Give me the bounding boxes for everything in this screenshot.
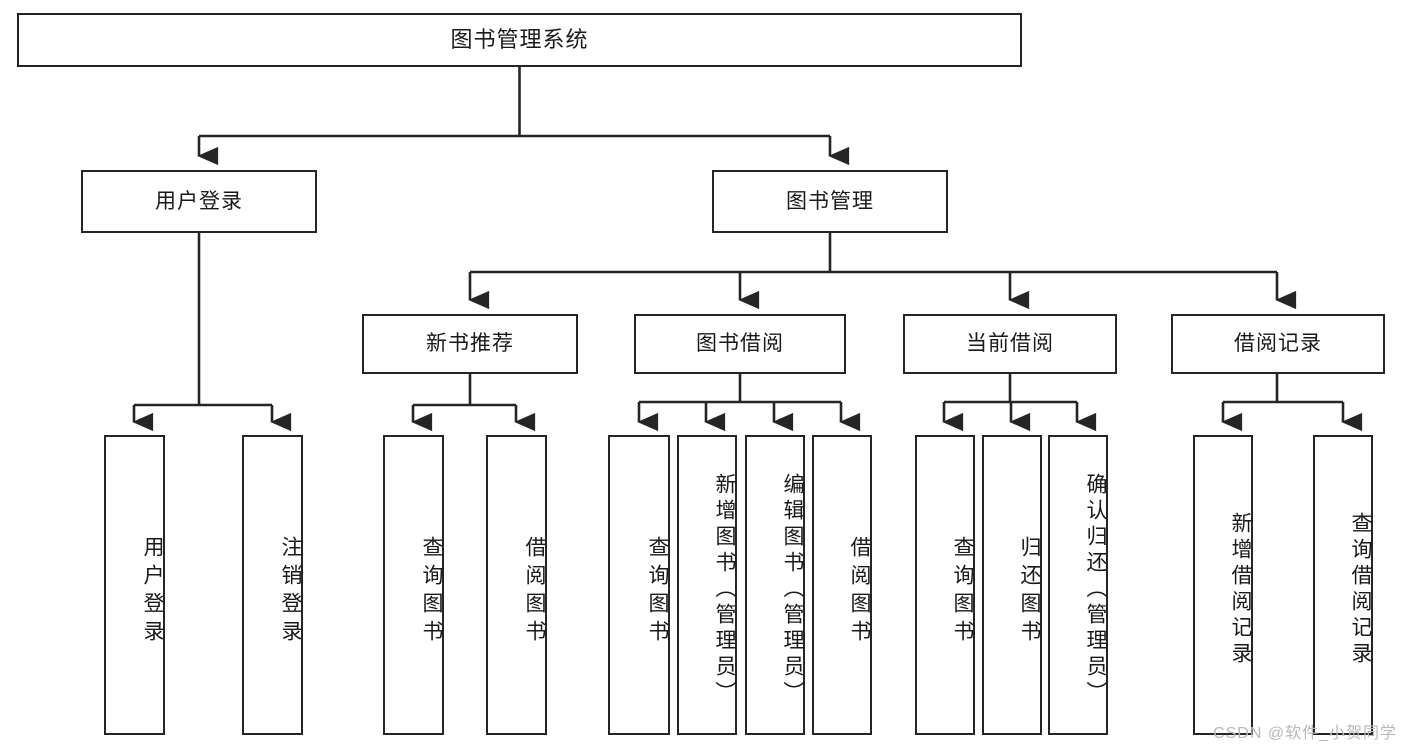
leaf-add-book-admin[interactable]: 新增图书（管理员） <box>677 435 737 735</box>
node-current-borrow[interactable]: 当前借阅 <box>903 314 1117 374</box>
node-user-login[interactable]: 用户登录 <box>81 170 317 233</box>
node-new-book-recommend[interactable]: 新书推荐 <box>362 314 578 374</box>
node-book-management[interactable]: 图书管理 <box>712 170 948 233</box>
leaf-query-borrow-record[interactable]: 查询借阅记录 <box>1313 435 1373 735</box>
leaf-return-book[interactable]: 归还图书 <box>982 435 1042 735</box>
node-root-system[interactable]: 图书管理系统 <box>17 13 1022 67</box>
leaf-confirm-return-admin[interactable]: 确认归还（管理员） <box>1048 435 1108 735</box>
leaf-user-logout[interactable]: 注销登录 <box>242 435 303 735</box>
node-book-borrow[interactable]: 图书借阅 <box>634 314 846 374</box>
leaf-add-borrow-record[interactable]: 新增借阅记录 <box>1193 435 1253 735</box>
leaf-query-book-borrow[interactable]: 查询图书 <box>608 435 670 735</box>
node-borrow-record[interactable]: 借阅记录 <box>1171 314 1385 374</box>
leaf-user-login[interactable]: 用户登录 <box>104 435 165 735</box>
leaf-query-book-new[interactable]: 查询图书 <box>383 435 444 735</box>
csdn-watermark: CSDN @软件_小贺同学 <box>1213 725 1397 742</box>
leaf-borrow-book-new[interactable]: 借阅图书 <box>486 435 547 735</box>
leaf-borrow-book[interactable]: 借阅图书 <box>812 435 872 735</box>
leaf-query-book-current[interactable]: 查询图书 <box>915 435 975 735</box>
leaf-edit-book-admin[interactable]: 编辑图书（管理员） <box>745 435 805 735</box>
